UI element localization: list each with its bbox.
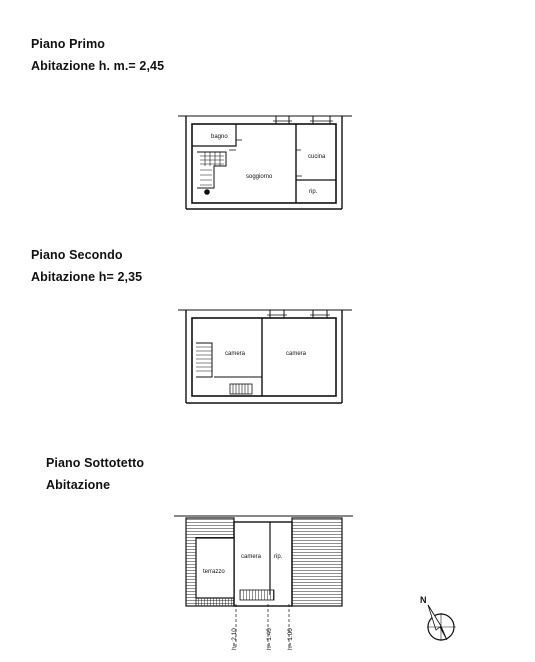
room-label: cucina (308, 154, 326, 160)
room-label: camera (225, 351, 246, 357)
room-label: soggiorno (246, 174, 273, 180)
height-label: h= 1.00 (287, 628, 294, 650)
floor-heading-primo: Piano Primo Abitazione h. m.= 2,45 (31, 33, 164, 77)
room-label: bagno (211, 134, 228, 140)
floor-heading-secondo: Piano Secondo Abitazione h= 2,35 (31, 244, 142, 288)
room-label: terrazzo (203, 569, 225, 575)
plan-piano-sottotetto (174, 515, 353, 648)
room-label: camera (241, 554, 262, 560)
floor-title: Piano Secondo (31, 248, 123, 262)
height-label: h= 1.40 (266, 628, 273, 650)
height-label: h= 2.10 (231, 628, 238, 650)
floor-subtitle: Abitazione (46, 478, 111, 492)
plan-piano-primo (178, 115, 352, 210)
plan-piano-secondo (178, 309, 352, 404)
floor-subtitle: Abitazione h. m.= 2,45 (31, 59, 165, 73)
room-label: camera (286, 351, 307, 357)
floor-title: Piano Sottotetto (46, 456, 145, 470)
room-label: rip. (274, 554, 283, 560)
north-label: N (420, 595, 427, 605)
floor-heading-sottotetto: Piano Sottotetto Abitazione (46, 452, 144, 496)
floor-subtitle: Abitazione h= 2,35 (31, 270, 143, 284)
room-label: rip. (309, 189, 318, 195)
floor-title: Piano Primo (31, 37, 106, 51)
north-arrow-icon (427, 604, 456, 641)
